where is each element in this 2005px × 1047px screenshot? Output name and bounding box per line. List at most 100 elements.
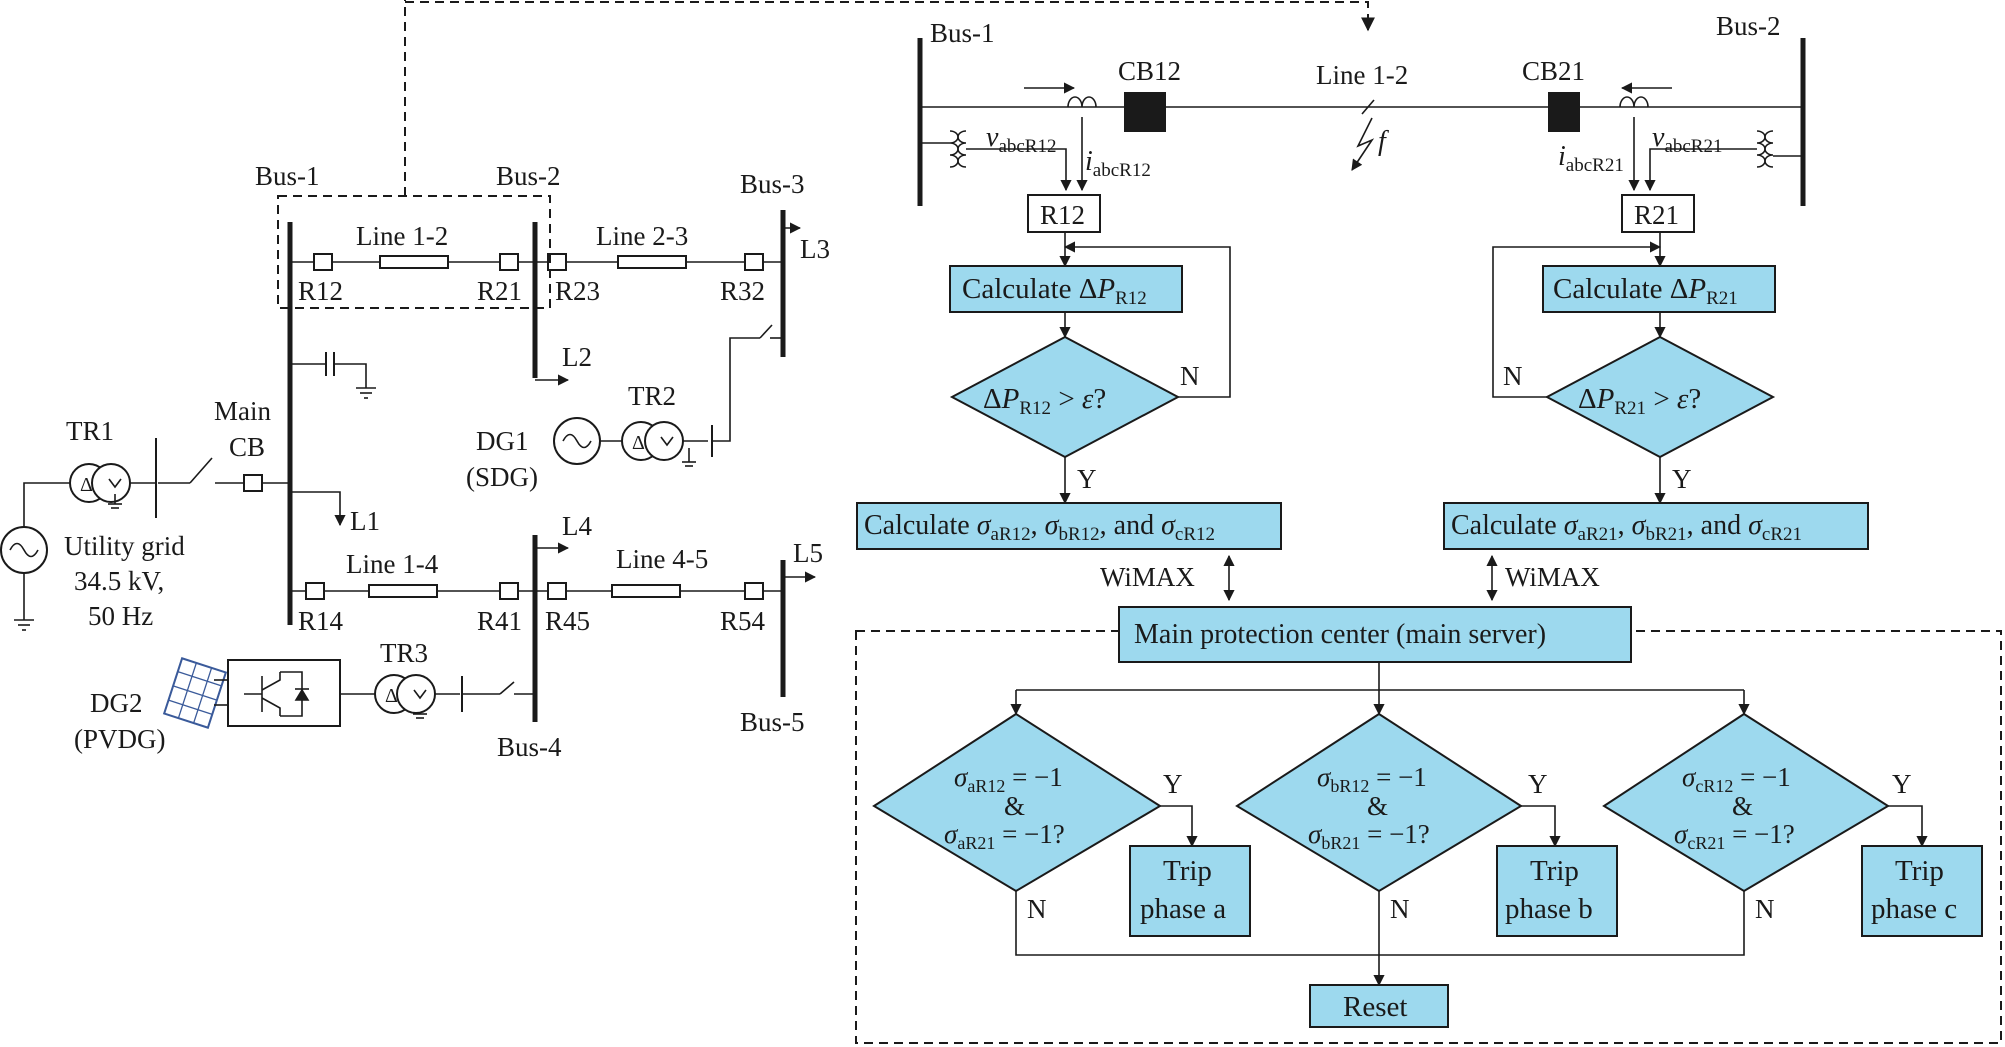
bus5-label: Bus-5: [740, 707, 805, 737]
bus1-label: Bus-1: [255, 161, 320, 191]
yes-label-r12: Y: [1077, 464, 1097, 494]
vt21-coil-icon: [1764, 130, 1774, 168]
phase-a-line1: σaR12 = −1: [954, 762, 1063, 796]
zoom-line12-label: Line 1-2: [1316, 60, 1408, 90]
reset-box: [1309, 984, 1449, 1028]
calc-sigma-r12-box: [856, 502, 1282, 550]
trip-c-label: Trip: [1895, 855, 1944, 887]
phase-b-yes: [1521, 805, 1561, 848]
phase-b-line1: σbR12 = −1: [1317, 762, 1427, 796]
cb12-label: CB12: [1118, 56, 1181, 86]
trip-a-phase: phase a: [1140, 893, 1226, 925]
zoom-r12-box: [1027, 194, 1101, 233]
distribution-network: Bus-1 Bus-2 Bus-3 Line 1-2 Line 2-3 R12 …: [0, 0, 830, 762]
dp-r21-decision-label: ΔPR21 > ε?: [1578, 383, 1701, 419]
phase-a-yes-label: Y: [1163, 769, 1183, 799]
v12-label: vabcR12: [986, 122, 1056, 157]
phase-c-line1: σcR12 = −1: [1682, 762, 1791, 796]
phase-a-line2: σaR21 = −1?: [944, 819, 1065, 853]
tr2-wye: [660, 436, 674, 447]
trip-a-label: Trip: [1163, 855, 1212, 887]
line12-zoom: Bus-1 Bus-2 CB12 CB21 Line 1-2 f vabcR12…: [405, 1, 1806, 233]
i21-label: iabcR21: [1558, 141, 1624, 176]
relay-r23-box: [547, 253, 567, 271]
line12-impedance: [379, 255, 449, 269]
relay-r32-box: [744, 253, 764, 271]
calc-dp-r21-label: Calculate ΔPR21: [1553, 273, 1738, 309]
tr3-winding-2: [396, 674, 436, 714]
dp-r12-decision-label: ΔPR12 > ε?: [983, 383, 1106, 419]
cb12-breaker: [1124, 92, 1166, 132]
relay-r21-box: [499, 253, 519, 271]
phase-c-yes-label: Y: [1892, 769, 1912, 799]
cb21-label: CB21: [1522, 56, 1585, 86]
bus4-label: Bus-4: [497, 732, 562, 762]
r14-label: R14: [298, 606, 344, 636]
zoom-r21-box: [1621, 194, 1695, 233]
phase-b-line2: σbR21 = −1?: [1308, 819, 1430, 853]
calc-dp-r12-box: [949, 265, 1183, 313]
trip-c-box: [1861, 845, 1983, 937]
relay-r12-box: [313, 253, 333, 271]
main-switch: [189, 457, 213, 484]
ct12-coil-icon: [1067, 96, 1097, 108]
zoom-connector: [405, 1, 1375, 32]
trip-b-box: [1496, 845, 1618, 937]
l4-label: L4: [562, 511, 592, 541]
dg1-feeder: [712, 337, 760, 442]
l1-load: [290, 491, 346, 527]
focus-box: [277, 195, 551, 309]
vt21-coil-icon-2: [1756, 130, 1766, 168]
tr2-delta: Δ: [632, 432, 645, 454]
tr3-delta: Δ: [385, 685, 398, 707]
fault-tick: [1361, 99, 1375, 115]
zoom-r12-label: R12: [1040, 200, 1085, 230]
no-path-c: [1379, 891, 1745, 956]
no-path-a: [1015, 891, 1379, 956]
r54-label: R54: [720, 606, 766, 636]
tr2-label: TR2: [628, 381, 676, 411]
line45-impedance: [611, 584, 681, 598]
v12-wire: [966, 148, 1072, 192]
cb-label: CB: [229, 432, 265, 462]
bus2-label: Bus-2: [496, 161, 561, 191]
phase-a-amp: &: [1004, 791, 1025, 821]
l1-label: L1: [350, 506, 380, 536]
calc-sigma-r12-label: Calculate σaR12, σbR12, and σcR12: [864, 510, 1215, 545]
fault-lightning-icon: [1351, 117, 1375, 171]
r32-label: R32: [720, 276, 765, 306]
l3-label: L3: [800, 234, 830, 264]
grid-label-2: 34.5 kV,: [74, 566, 164, 596]
phase-c-amp: &: [1732, 791, 1753, 821]
ct21-coil-icon: [1619, 96, 1649, 108]
line14-label: Line 1-4: [346, 549, 439, 579]
tr1-delta: Δ: [80, 474, 93, 496]
relay-r45-box: [547, 582, 567, 600]
zoom-bus2-label: Bus-2: [1716, 11, 1781, 41]
dg1-sine: [562, 433, 592, 449]
calc-dp-r21-box: [1542, 265, 1776, 313]
tr1-label: TR1: [66, 416, 114, 446]
line14-impedance: [368, 584, 438, 598]
main-center-box: [1118, 606, 1632, 663]
phase-c-yes: [1888, 805, 1928, 848]
dg2-label: DG2: [90, 688, 143, 718]
inverter-box: [227, 659, 341, 727]
phase-b-amp: &: [1367, 791, 1388, 821]
relay-r14-box: [305, 582, 325, 600]
wimax-label-r21: WiMAX: [1505, 562, 1600, 592]
zoom-bus1-label: Bus-1: [930, 18, 995, 48]
line23-label: Line 2-3: [596, 221, 688, 251]
bus3-label: Bus-3: [740, 169, 805, 199]
phase-b-no-label: N: [1390, 894, 1410, 924]
no-label-r12: N: [1180, 361, 1200, 391]
no-loop-r12: [1063, 241, 1231, 398]
relay-r54-box: [744, 582, 764, 600]
line45-label: Line 4-5: [616, 544, 708, 574]
utility-grid-sine: [9, 542, 39, 558]
v21-wire: [1644, 148, 1757, 192]
grid-label-3: 50 Hz: [88, 601, 153, 631]
calc-sigma-r21-box: [1443, 502, 1869, 550]
phase-a-no-label: N: [1027, 894, 1047, 924]
